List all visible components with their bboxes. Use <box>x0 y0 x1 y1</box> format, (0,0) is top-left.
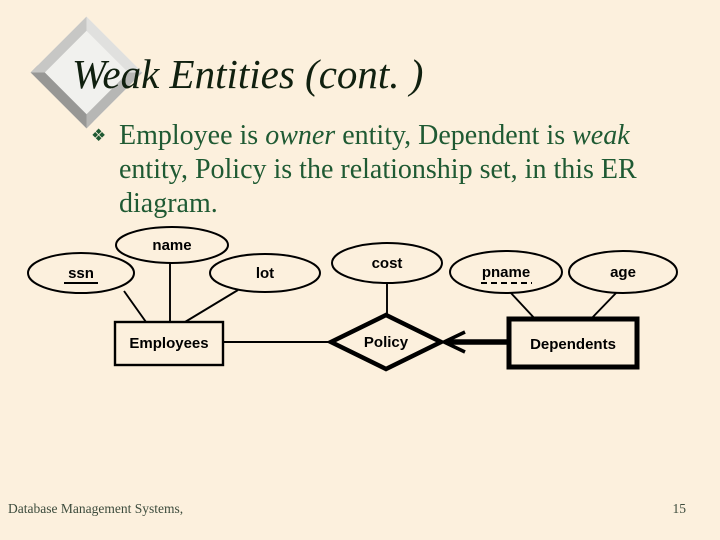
pname-attribute-ellipse <box>449 250 563 294</box>
ssn-attribute-ellipse <box>27 252 135 294</box>
pname-dependents-connector <box>509 291 538 322</box>
lot-attribute-label: lot <box>256 265 274 282</box>
age-attribute-ellipse <box>568 250 678 294</box>
bullet-diamond-icon: ❖ <box>91 126 107 145</box>
age-dependents-connector <box>588 291 618 322</box>
ssn-attribute-label: ssn <box>68 265 94 282</box>
pname-attribute-label: pname <box>482 264 530 281</box>
footer-course-name: Database Management Systems, <box>8 501 184 516</box>
slide-page-number: 15 <box>672 501 687 516</box>
name-attribute-ellipse <box>115 226 229 264</box>
lot-attribute-ellipse <box>209 253 321 293</box>
bullet-paragraph: Employee is owner entity, Dependent is w… <box>119 120 637 219</box>
employees-entity-label: Employees <box>129 335 208 352</box>
cost-attribute-ellipse <box>331 242 443 284</box>
arrowhead-icon <box>439 330 466 354</box>
policy-relationship-label: Policy <box>364 334 409 351</box>
dependents-weak-entity-rect <box>506 316 640 370</box>
age-attribute-label: age <box>610 264 636 281</box>
slide-title: Weak Entities (cont. ) <box>72 51 424 97</box>
name-attribute-label: name <box>152 237 191 254</box>
ssn-employees-connector <box>123 290 147 323</box>
employees-entity-rect <box>113 320 225 367</box>
cost-attribute-label: cost <box>372 255 403 272</box>
lot-employees-connector <box>184 289 239 323</box>
dependents-entity-label: Dependents <box>530 336 616 353</box>
